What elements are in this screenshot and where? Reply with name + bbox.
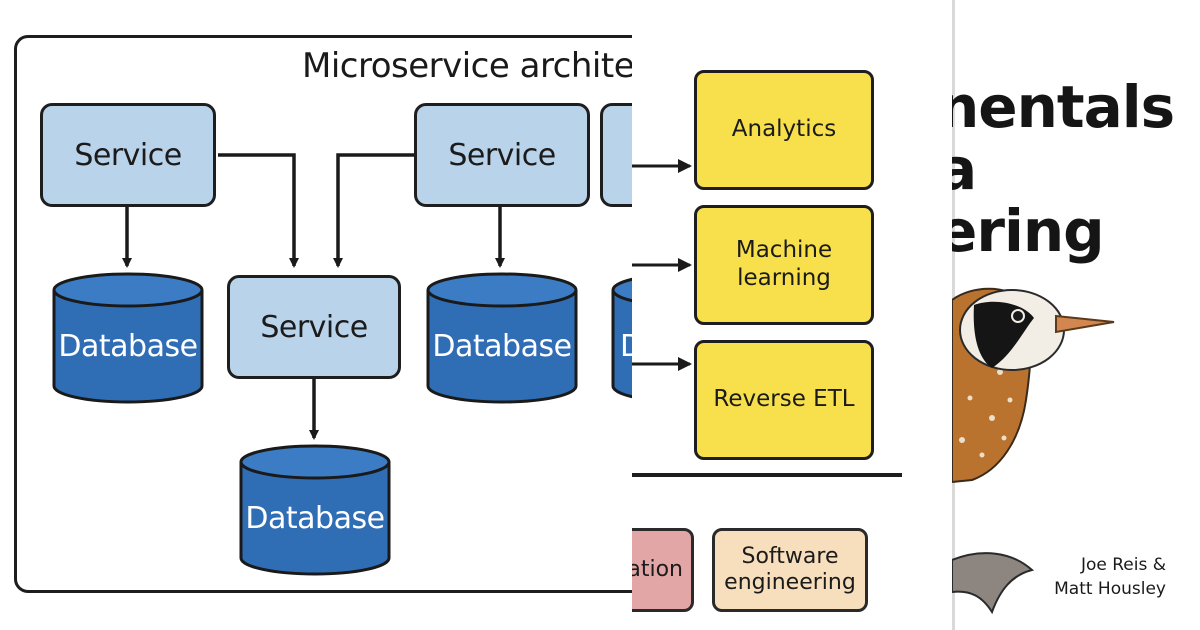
database-icon xyxy=(426,272,578,404)
connector-arrows xyxy=(122,153,505,440)
arrow-service1-to-service2 xyxy=(218,153,299,268)
database-label: Database xyxy=(432,329,572,364)
book-title-fragment: nentals a ering xyxy=(952,73,1175,265)
service-box-3: Service xyxy=(414,103,590,207)
bird-illustration xyxy=(952,287,1115,615)
usecase-machine-learning: Machine learning xyxy=(694,205,874,325)
database-label: Database xyxy=(245,501,385,536)
architecture-frame xyxy=(14,35,632,593)
database-cylinder-2: Database xyxy=(239,444,391,578)
author-line-1: Joe Reis & xyxy=(1080,555,1166,575)
database-label: Database xyxy=(58,329,198,364)
usecase-arrows xyxy=(632,159,692,371)
service-box-1: Service xyxy=(40,103,216,207)
arrow-service3-to-service2 xyxy=(333,153,416,268)
usecase-analytics: Analytics xyxy=(694,70,874,190)
book-cover-panel: nentals a ering Joe Reis & Matt Housley xyxy=(952,0,1200,630)
author-line-2: Matt Housley xyxy=(1054,579,1166,599)
undercurrent-software-engineering: Software engineering xyxy=(712,528,868,612)
bird-eye xyxy=(1011,309,1025,323)
service-box-2: Service xyxy=(227,275,401,379)
database-cylinder-1: Database xyxy=(52,272,204,406)
database-cylinder-4-clipped: D xyxy=(611,272,632,406)
undercurrent-tag-clipped: ation xyxy=(632,528,694,612)
usecase-reverse-etl: Reverse ETL xyxy=(694,340,874,460)
bird-beak xyxy=(1055,314,1115,334)
downstream-usecases-panel: Analytics Machine learning Reverse ETL a… xyxy=(632,0,952,630)
divider-line xyxy=(632,473,902,477)
service-box-4-clipped xyxy=(600,103,632,207)
book-authors: Joe Reis & Matt Housley xyxy=(1036,553,1166,601)
bird-foot xyxy=(952,552,1035,615)
database-icon xyxy=(611,277,632,399)
database-cylinder-3: Database xyxy=(426,272,578,406)
database-icon xyxy=(239,444,391,576)
database-icon xyxy=(52,272,204,404)
microservice-architecture-panel: Microservice architec Service Service Se… xyxy=(14,35,632,593)
diagram-title: Microservice architec xyxy=(302,46,632,86)
database-label-clipped: D xyxy=(620,329,632,364)
